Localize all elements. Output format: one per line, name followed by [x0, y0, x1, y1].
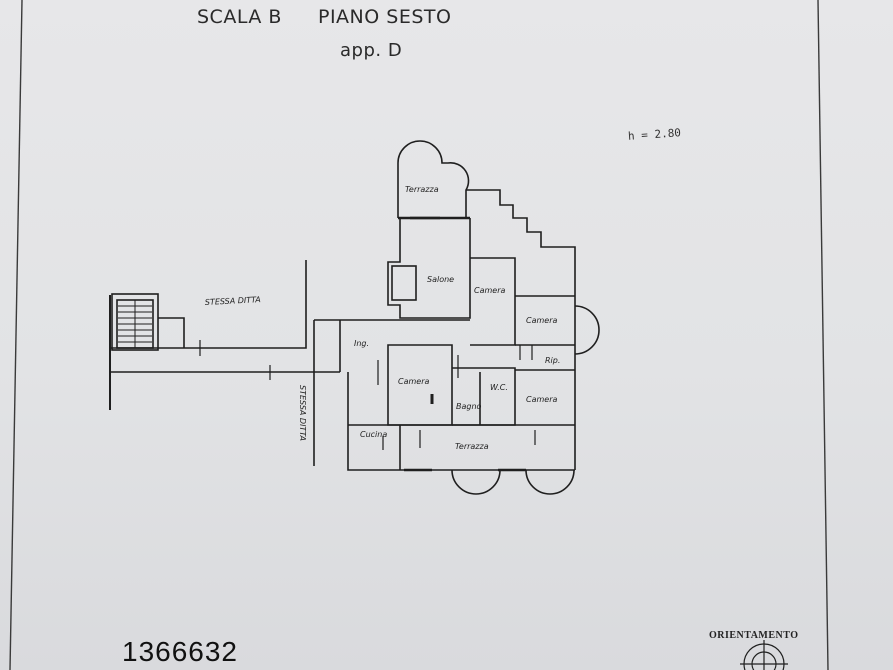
document-number: 1366632 — [122, 636, 239, 667]
room-label-wc: W.C. — [490, 383, 508, 392]
annotation-stessa-ditta-top: STESSA DITTA — [205, 295, 261, 307]
stair-treads — [118, 300, 152, 348]
room-label-cucina: Cucina — [360, 430, 387, 439]
window-marks — [404, 216, 526, 472]
page-right-border — [817, 0, 829, 670]
room-label-terrace-top: Terrazza — [405, 185, 439, 194]
title-scala: SCALA B — [197, 6, 282, 28]
room-label-bagno: Bagno — [456, 402, 482, 411]
room-label-camera-4: Camera — [526, 395, 557, 404]
room-label-camera-2: Camera — [526, 316, 557, 325]
room-label-rip: Rip. — [545, 356, 560, 365]
title-piano: PIANO SESTO — [318, 6, 452, 28]
annotation-stessa-ditta-side: STESSA DITTA — [298, 385, 307, 441]
room-label-ingresso: Ing. — [354, 339, 369, 348]
compass-label: ORIENTAMENTO — [709, 630, 799, 641]
room-label-camera-1: Camera — [474, 286, 505, 295]
title-apartment: app. D — [340, 40, 403, 61]
page-left-border — [9, 0, 23, 670]
room-label-salone: Salone — [427, 275, 454, 284]
door-marks — [199, 340, 536, 450]
room-label-camera-3: Camera — [398, 377, 429, 386]
compass-icon — [740, 640, 788, 670]
room-label-terrace-bottom: Terrazza — [455, 442, 489, 451]
walls — [109, 140, 600, 495]
